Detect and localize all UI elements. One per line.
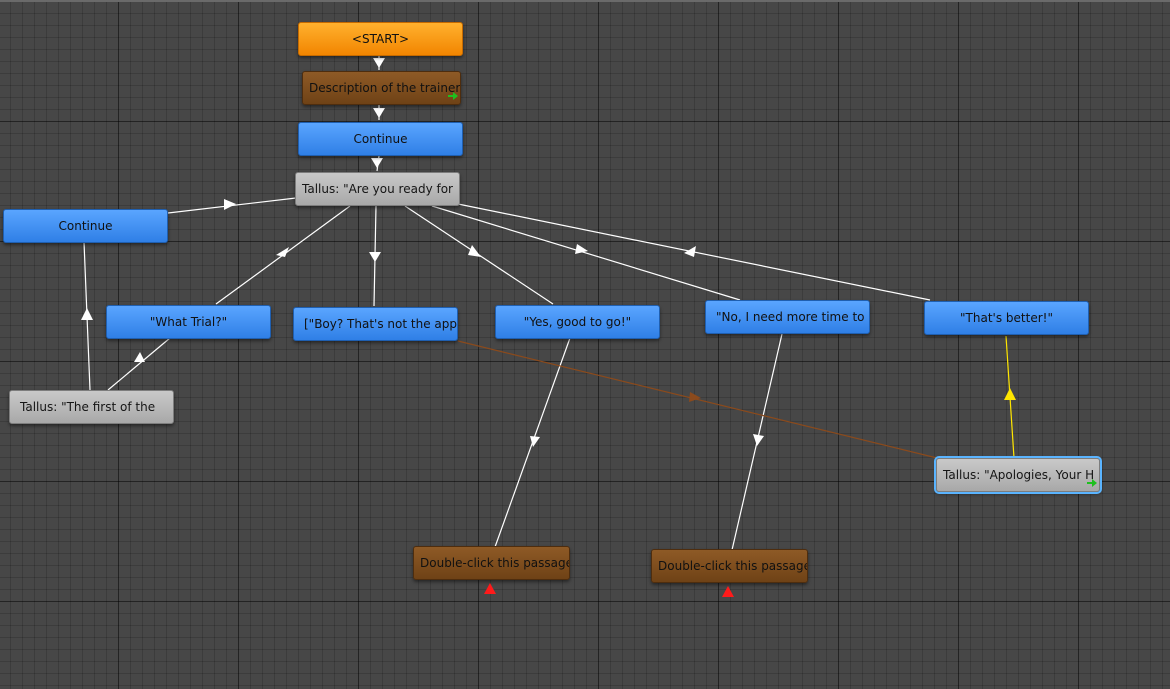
dbl-click-passage-1-label: Double-click this passage bbox=[420, 556, 570, 570]
arrow-what-trial-first bbox=[134, 352, 145, 362]
arrow-boy-apologies bbox=[689, 392, 701, 402]
what-trial-label: "What Trial?" bbox=[149, 315, 228, 329]
top-border bbox=[0, 0, 1170, 2]
link-what-trial-first bbox=[107, 337, 171, 391]
dead-end-icon bbox=[722, 586, 734, 597]
link-tallus-no bbox=[431, 205, 741, 301]
arrow-tallus-no bbox=[575, 244, 588, 254]
yes-good-node[interactable]: "Yes, good to go!" bbox=[495, 305, 660, 339]
tallus-first-node[interactable]: Tallus: "The first of the bbox=[9, 390, 174, 424]
dbl-click-passage-1[interactable]: Double-click this passage bbox=[413, 546, 570, 580]
thats-better-label: "That's better!" bbox=[960, 311, 1053, 325]
arrow-no-dblclick2 bbox=[753, 434, 764, 446]
arrow-tallus-yes bbox=[468, 245, 481, 257]
exit-arrow-icon bbox=[1087, 479, 1097, 487]
exit-arrow-icon bbox=[448, 92, 458, 100]
tallus-first-label: Tallus: "The first of the bbox=[20, 400, 156, 414]
arrow-apologies-better bbox=[1004, 388, 1016, 400]
boy-not-label: ["Boy? That's not the appr bbox=[304, 317, 458, 331]
arrow-tallus-continue-left bbox=[224, 199, 236, 210]
tallus-ready-node[interactable]: Tallus: "Are you ready for bbox=[295, 172, 460, 206]
no-need-node[interactable]: "No, I need more time to p bbox=[705, 300, 870, 334]
arrow-description-continue bbox=[373, 108, 385, 118]
continue-top-node[interactable]: Continue bbox=[298, 122, 463, 156]
arrow-tallus-what-trial bbox=[276, 247, 289, 257]
start-node[interactable]: <START> bbox=[298, 22, 463, 56]
arrow-tallus-boy bbox=[369, 252, 381, 262]
dead-end-icon bbox=[484, 583, 496, 594]
arrow-continue-tallus bbox=[371, 158, 383, 168]
arrow-first-continue-left bbox=[81, 308, 93, 320]
continue-left-node[interactable]: Continue bbox=[3, 209, 168, 243]
boy-not-node[interactable]: ["Boy? That's not the appr bbox=[293, 307, 458, 341]
continue-left-label: Continue bbox=[58, 219, 113, 233]
description-node[interactable]: Description of the trainer bbox=[302, 71, 461, 105]
what-trial-node[interactable]: "What Trial?" bbox=[106, 305, 271, 339]
start-node-label: <START> bbox=[351, 32, 410, 46]
tallus-ready-label: Tallus: "Are you ready for bbox=[302, 182, 453, 196]
continue-top-label: Continue bbox=[353, 132, 408, 146]
tallus-apologies-node[interactable]: Tallus: "Apologies, Your H bbox=[934, 456, 1102, 494]
dbl-click-passage-2-label: Double-click this passage bbox=[658, 559, 808, 573]
thats-better-node[interactable]: "That's better!" bbox=[924, 301, 1089, 335]
arrow-tallus-better bbox=[684, 246, 696, 257]
link-boy-apologies bbox=[457, 340, 938, 459]
arrow-yes-dblclick1 bbox=[530, 436, 540, 447]
no-need-label: "No, I need more time to p bbox=[716, 310, 870, 324]
yes-good-label: "Yes, good to go!" bbox=[523, 315, 632, 329]
tallus-apologies-label: Tallus: "Apologies, Your H bbox=[943, 468, 1095, 482]
dbl-click-passage-2[interactable]: Double-click this passage bbox=[651, 549, 808, 583]
description-node-label: Description of the trainer bbox=[309, 81, 461, 95]
arrow-start-description bbox=[373, 58, 385, 68]
